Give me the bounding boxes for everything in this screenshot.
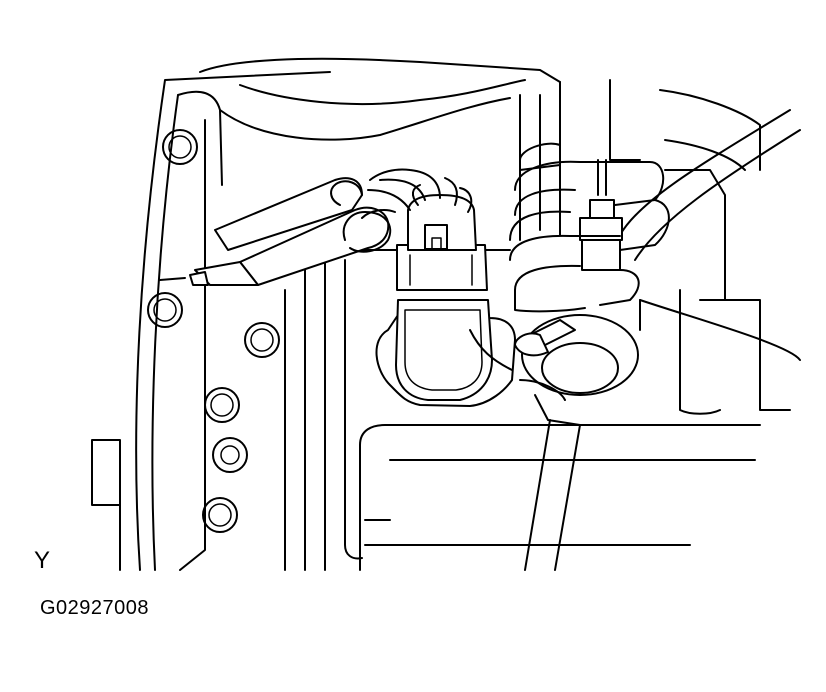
test-lead-clips	[159, 177, 396, 286]
figure-code: G02927008	[40, 597, 150, 619]
stud-nut	[579, 159, 623, 271]
housing-bolts	[147, 129, 280, 533]
sensor-mounting-boss	[509, 142, 670, 313]
oil-pan-outline	[359, 424, 761, 571]
speed-sensor-body	[375, 299, 516, 407]
view-label: Y	[34, 547, 51, 574]
sensor-connector	[396, 194, 488, 291]
ring-terminal-bracket	[514, 314, 639, 426]
connector-wires	[367, 168, 473, 213]
